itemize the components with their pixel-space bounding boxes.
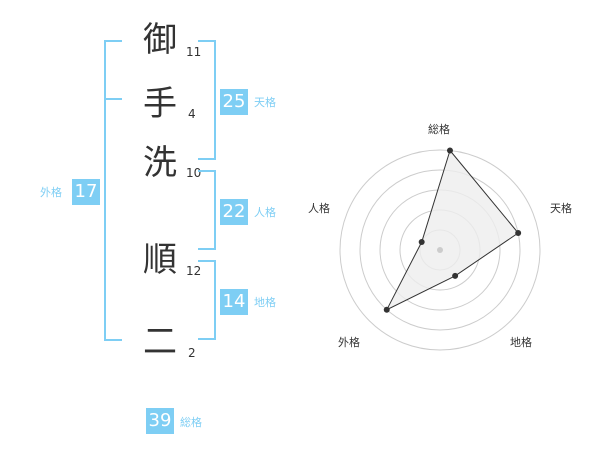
axis-label-gaikaku: 外格: [338, 336, 360, 349]
jinkaku-bracket: [198, 170, 216, 250]
axis-label-soukaku: 総格: [428, 123, 450, 136]
jinkaku-label: 人格: [254, 206, 276, 219]
tenkaku-label: 天格: [254, 96, 276, 109]
axis-label-tenkaku: 天格: [550, 202, 572, 215]
tenkaku-score: 25: [220, 89, 248, 115]
radar-ring-5: [339, 149, 541, 351]
soukaku-score: 39: [146, 408, 174, 434]
tenkaku-bracket: [198, 40, 216, 160]
bracket-tick: [104, 98, 122, 100]
stroke-count-3: 10: [186, 166, 202, 180]
name-char-2: 手: [143, 84, 177, 124]
radar-point-1: [446, 147, 453, 154]
stroke-count-4: 12: [186, 264, 202, 278]
stroke-count-1: 11: [186, 45, 202, 59]
gaikaku-label: 外格: [40, 186, 62, 199]
name-char-4: 順: [143, 240, 177, 280]
chikaku-bracket: [198, 260, 216, 340]
chikaku-label: 地格: [254, 296, 276, 309]
radar-center: [437, 247, 443, 253]
jinkaku-score: 22: [220, 199, 248, 225]
radar-point-2: [515, 229, 522, 236]
gaikaku-bracket: [104, 40, 122, 341]
radar-point-4: [383, 306, 390, 313]
gaikaku-score: 17: [72, 179, 100, 205]
stroke-count-2: 4: [188, 107, 196, 121]
radar-point-3: [452, 272, 459, 279]
name-char-5: 二: [143, 322, 177, 362]
radar-point-5: [418, 238, 425, 245]
axis-label-chikaku: 地格: [510, 336, 532, 349]
soukaku-label: 総格: [180, 416, 202, 429]
stroke-count-5: 2: [188, 346, 196, 360]
radar-points: [383, 147, 522, 313]
radar-ring-4: [359, 169, 521, 331]
chikaku-score: 14: [220, 289, 248, 315]
name-char-3: 洗: [143, 143, 177, 183]
name-char-1: 御: [143, 20, 177, 60]
radar-area: [385, 149, 519, 311]
axis-label-jinkaku: 人格: [308, 202, 330, 215]
